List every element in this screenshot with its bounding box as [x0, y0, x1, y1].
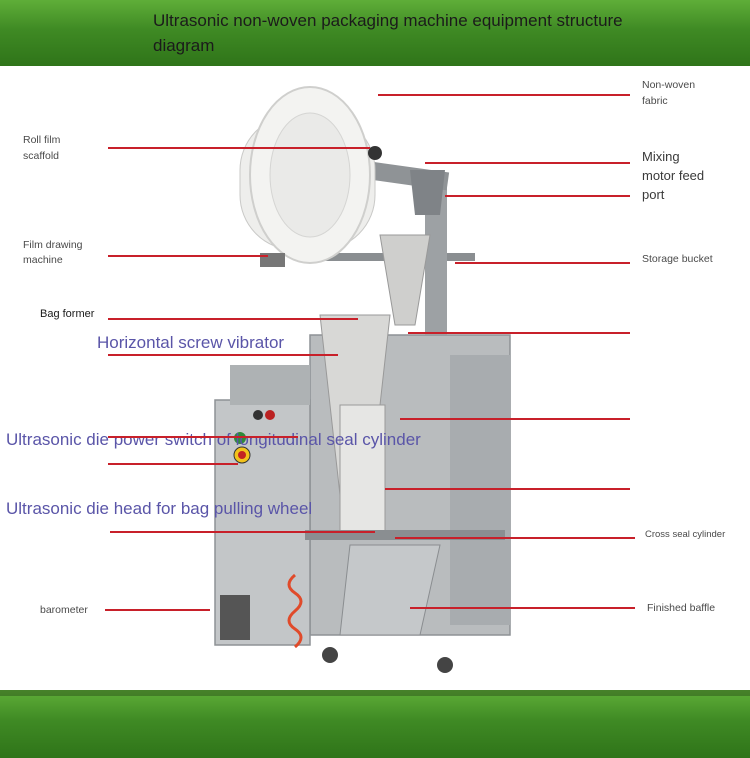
leader-horizontal-screw: [108, 354, 338, 356]
leader-right-vibrator: [408, 332, 630, 334]
label-ultrasonic-power-switch: Ultrasonic die power switch of longitudi…: [6, 430, 421, 449]
label-cross-seal-cylinder: Cross seal cylinder: [645, 529, 726, 540]
leader-storage-bucket: [455, 262, 630, 264]
leader-pulling-wheel: [385, 488, 630, 490]
leader-roll-film: [108, 147, 370, 149]
label-non-woven-fabric-2: fabric: [642, 95, 668, 107]
label-mixing-1: Mixing: [642, 149, 680, 164]
leader-power-switch-b: [108, 463, 238, 465]
label-storage-bucket: Storage bucket: [642, 253, 713, 265]
leader-longitudinal-seal: [400, 418, 630, 420]
bottom-banner: [0, 690, 750, 758]
label-horizontal-screw-vibrator: Horizontal screw vibrator: [97, 333, 285, 352]
leader-film-drawing: [108, 255, 268, 257]
label-ultrasonic-die-head: Ultrasonic die head for bag pulling whee…: [6, 499, 313, 518]
diagram-title: Ultrasonic non-woven packaging machine e…: [153, 11, 623, 55]
label-mixing-2: motor feed: [642, 168, 705, 183]
label-film-drawing-2: machine: [23, 254, 63, 266]
label-non-woven-fabric-1: Non-woven: [642, 79, 696, 91]
leader-barometer: [105, 609, 210, 611]
leader-non-woven-fabric: [378, 94, 630, 96]
label-finished-baffle: Finished baffle: [647, 602, 716, 614]
label-roll-film-2: scaffold: [23, 150, 59, 162]
label-mixing-3: port: [642, 187, 665, 202]
leader-power-switch-a: [108, 436, 298, 438]
label-film-drawing-1: Film drawing: [23, 239, 83, 251]
leader-feed-port: [445, 195, 630, 197]
leader-mixing-motor: [425, 162, 630, 164]
label-barometer: barometer: [40, 604, 88, 616]
packaging-machine-illustration: [214, 86, 511, 673]
leader-die-head: [110, 531, 375, 533]
leader-cross-seal: [395, 537, 635, 539]
top-banner: [0, 0, 750, 66]
label-roll-film-1: Roll film: [23, 134, 61, 146]
label-bag-former: Bag former: [40, 308, 95, 320]
leader-finished-baffle: [410, 607, 635, 609]
leader-bag-former: [108, 318, 358, 320]
